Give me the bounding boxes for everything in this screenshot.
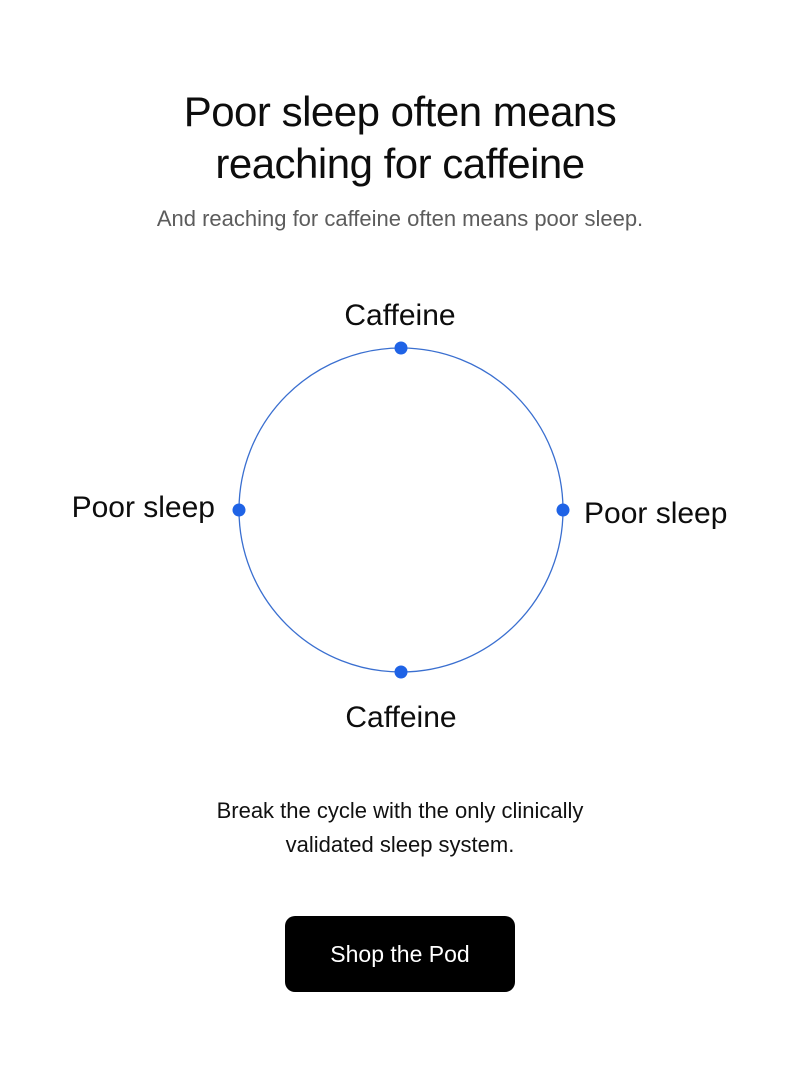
body-copy-line-1: Break the cycle with the only clinically bbox=[216, 798, 584, 823]
cycle-ring bbox=[238, 347, 564, 673]
cycle-label-right: Poor sleep bbox=[584, 497, 727, 530]
cycle-node-top-dot bbox=[394, 341, 408, 355]
shop-the-pod-button[interactable]: Shop the Pod bbox=[285, 916, 515, 992]
subheadline: And reaching for caffeine often means po… bbox=[156, 206, 644, 231]
headline-line-2: reaching for caffeine bbox=[215, 140, 585, 187]
cycle-node-right-dot bbox=[556, 503, 570, 517]
body-copy: Break the cycle with the only clinically… bbox=[0, 794, 800, 862]
cycle-label-bottom: Caffeine bbox=[345, 701, 456, 734]
cycle-label-left: Poor sleep bbox=[72, 491, 215, 524]
headline: Poor sleep often means reaching for caff… bbox=[0, 86, 800, 190]
cycle-node-bottom-dot bbox=[394, 665, 408, 679]
headline-line-1: Poor sleep often means bbox=[183, 88, 617, 135]
body-copy-line-2: validated sleep system. bbox=[285, 832, 515, 857]
cycle-label-top: Caffeine bbox=[344, 299, 455, 332]
cycle-node-left-dot bbox=[232, 503, 246, 517]
